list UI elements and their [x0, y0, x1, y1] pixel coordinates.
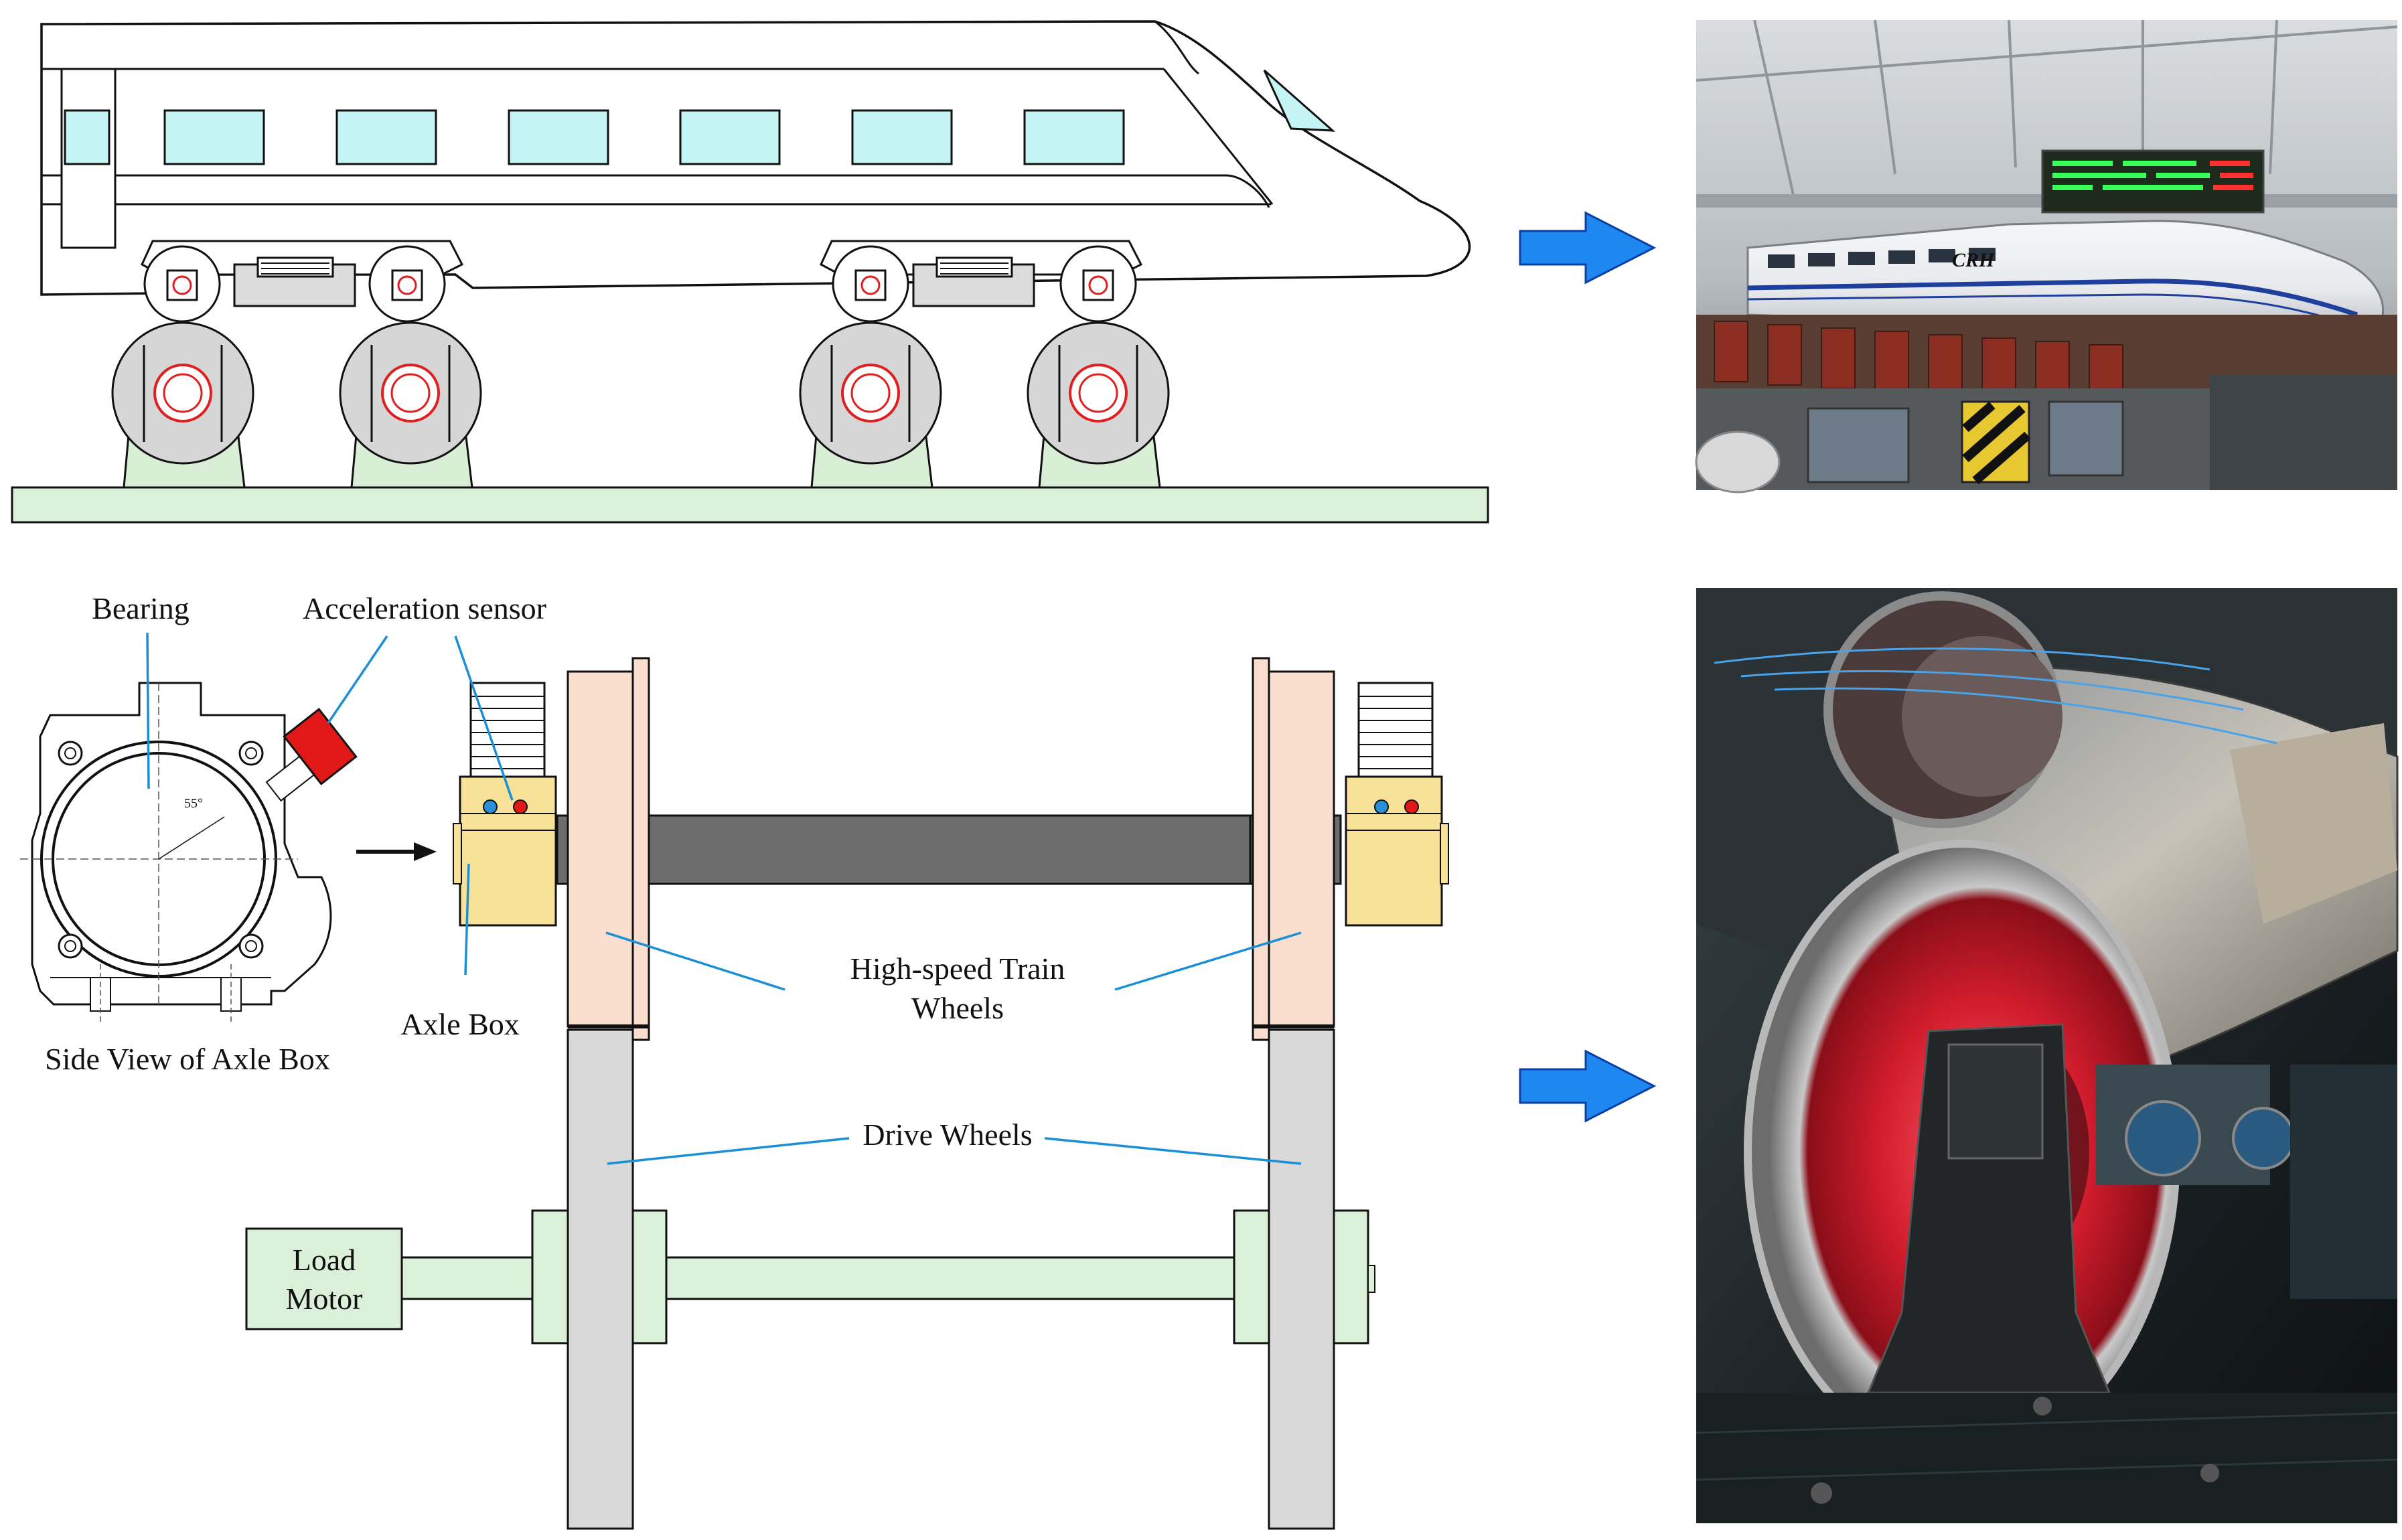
- drive-wheel-left: [567, 1028, 634, 1530]
- roller-unit: [339, 321, 482, 489]
- drive-wheels-label: Drive Wheels: [862, 1118, 1032, 1152]
- train-wheel-right: [1268, 670, 1335, 1028]
- roller-unit: [111, 321, 254, 489]
- arrow-right-icon: [1519, 1049, 1657, 1123]
- bearing-label: Bearing: [92, 591, 190, 625]
- load-motor: [245, 1227, 403, 1330]
- train-window: [335, 109, 437, 165]
- photo-drive-wheel: [1696, 588, 2399, 1523]
- sensor-dot-red: [513, 799, 528, 814]
- axle-box-left: [459, 775, 557, 927]
- sensor-dot-blue: [483, 799, 498, 814]
- wheelset-schematic: Load Motor: [245, 657, 1449, 1530]
- train-window: [679, 109, 781, 165]
- train-window: [163, 109, 265, 165]
- acceleration-sensor-side: [283, 708, 358, 785]
- load-motor-label-line2: Motor: [286, 1282, 363, 1316]
- sensor-dot-blue: [1374, 799, 1389, 814]
- train-window: [851, 109, 953, 165]
- sensor-dot-red: [1404, 799, 1419, 814]
- side-view-label: Side View of Axle Box: [45, 1042, 330, 1076]
- ground-plate: [11, 486, 1489, 524]
- photo-test-rig-train: CRH: [1695, 19, 2398, 493]
- leader-lines: [146, 632, 1302, 1165]
- drive-wheel-right: [1268, 1028, 1335, 1530]
- labels: Bearing Acceleration sensor Side View of…: [45, 591, 1065, 1152]
- photo-train-logo: CRH: [1952, 249, 1996, 271]
- train-rig-schematic: [11, 20, 1489, 524]
- train-wheel-left: [567, 670, 634, 1028]
- arrow-right-black-icon: [356, 842, 437, 861]
- arrow-right-icon: [1519, 211, 1657, 285]
- axle-box-side-view: 55°: [20, 682, 358, 1024]
- bogie: [141, 240, 464, 323]
- bogie: [820, 240, 1143, 323]
- train-window: [508, 109, 609, 165]
- acceleration-sensor-label: Acceleration sensor: [303, 591, 546, 625]
- load-motor-label-line1: Load: [293, 1243, 356, 1277]
- train-wheels-label-line2: Wheels: [911, 991, 1004, 1025]
- train-window: [1023, 109, 1125, 165]
- train-wheels-label-line1: High-speed Train: [850, 951, 1065, 986]
- angle-label: 55°: [184, 796, 203, 811]
- axle-box-label: Axle Box: [400, 1007, 520, 1041]
- axle-box-right: [1345, 775, 1443, 927]
- train-windshield: [1263, 69, 1336, 132]
- roller-unit: [799, 321, 942, 489]
- roller-unit: [1027, 321, 1170, 489]
